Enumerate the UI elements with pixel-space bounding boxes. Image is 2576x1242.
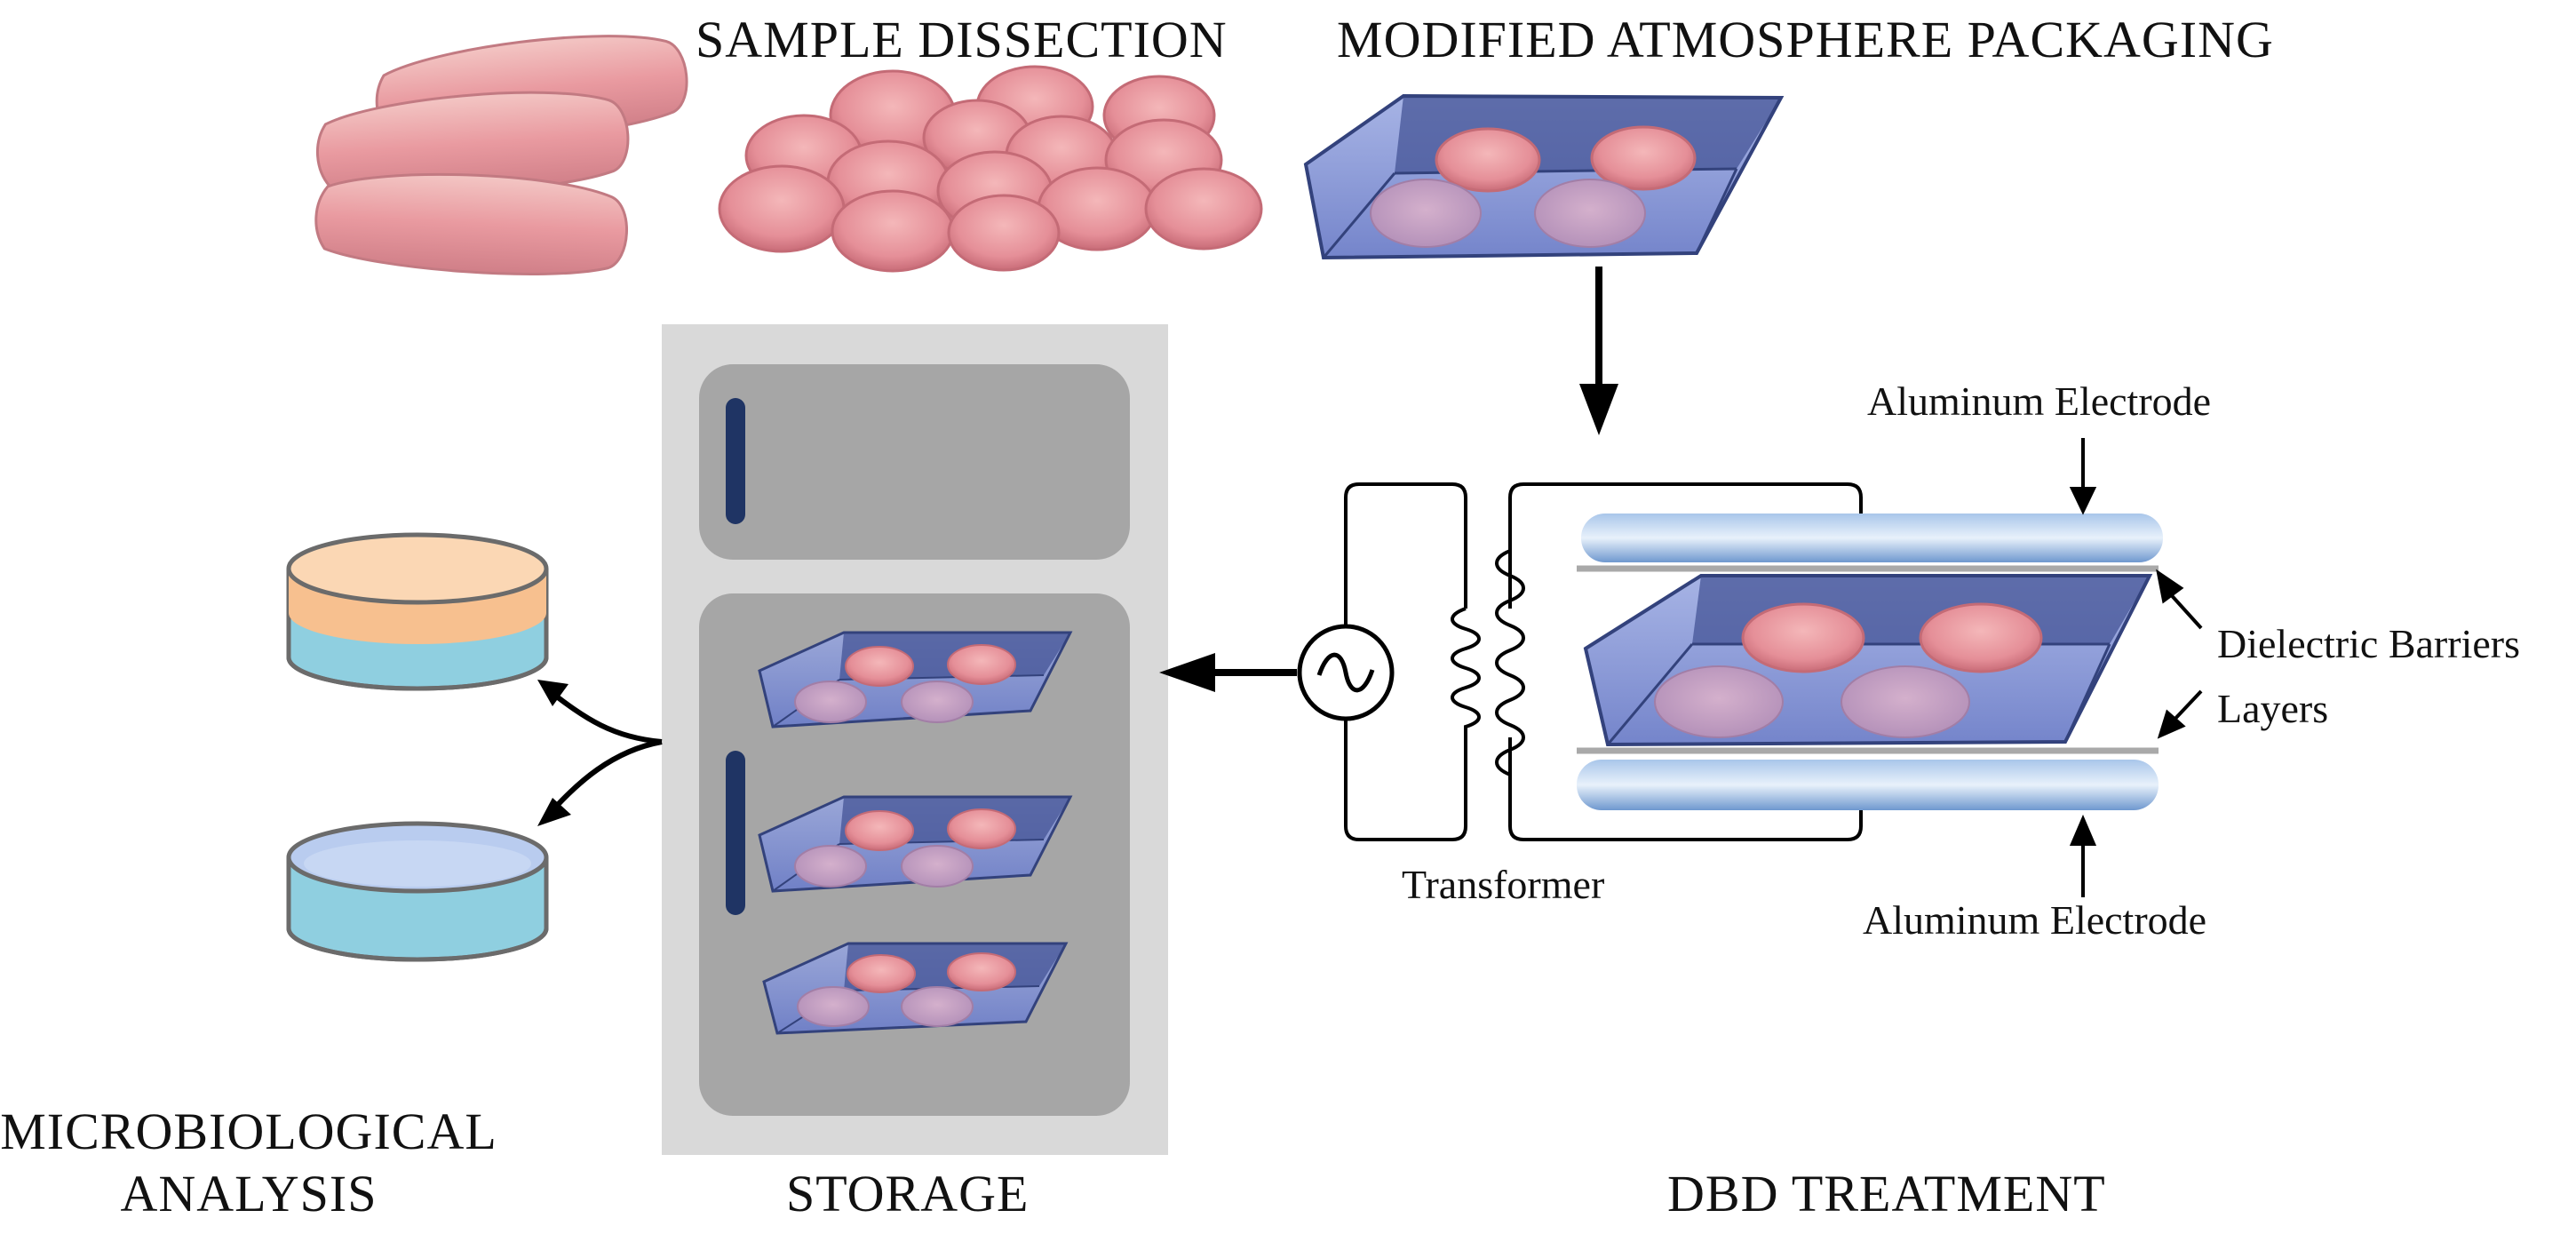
dbd-tray (1583, 574, 2153, 747)
top-electrode-label: Aluminum Electrode (1867, 378, 2212, 424)
transformer-icon (1451, 498, 1525, 826)
fridge-handle-bottom (726, 751, 745, 915)
pointer-arrows (2069, 438, 2203, 897)
arrows-storage-to-dishes (544, 686, 663, 819)
arrow-packaging-to-dbd (1579, 267, 1618, 435)
layers-label: Layers (2217, 686, 2329, 731)
pork-chops-image (718, 65, 1263, 273)
dbd-treatment-title: DBD TREATMENT (1667, 1165, 2106, 1222)
map-tray (1303, 93, 1785, 260)
dielectric-barriers-label: Dielectric Barriers (2217, 621, 2520, 666)
storage-title: STORAGE (786, 1165, 1030, 1222)
fridge-tray-3 (762, 942, 1069, 1035)
petri-dish-bottom (286, 821, 549, 962)
arrow-dbd-to-storage (1159, 653, 1297, 692)
transformer-label: Transformer (1402, 862, 1605, 907)
modified-atmosphere-packaging-title: MODIFIED ATMOSPHERE PACKAGING (1337, 11, 2274, 68)
microbiological-analysis-title-line1: MICROBIOLOGICAL (0, 1103, 497, 1160)
top-electrode (1581, 514, 2163, 562)
sample-dissection-title: SAMPLE DISSECTION (696, 11, 1228, 68)
fridge-handle-top (726, 398, 745, 524)
bottom-electrode-label: Aluminum Electrode (1863, 897, 2207, 943)
fridge-tray-1 (758, 631, 1073, 728)
fridge-tray-2 (758, 795, 1073, 893)
circuit-wires (1344, 482, 1863, 841)
ac-source-icon (1297, 624, 1395, 721)
pork-loins-image (314, 35, 688, 275)
microbiological-analysis-title-line2: ANALYSIS (120, 1165, 378, 1222)
fridge (662, 324, 1168, 1155)
petri-dish-top (286, 532, 549, 691)
bottom-electrode (1577, 760, 2159, 810)
